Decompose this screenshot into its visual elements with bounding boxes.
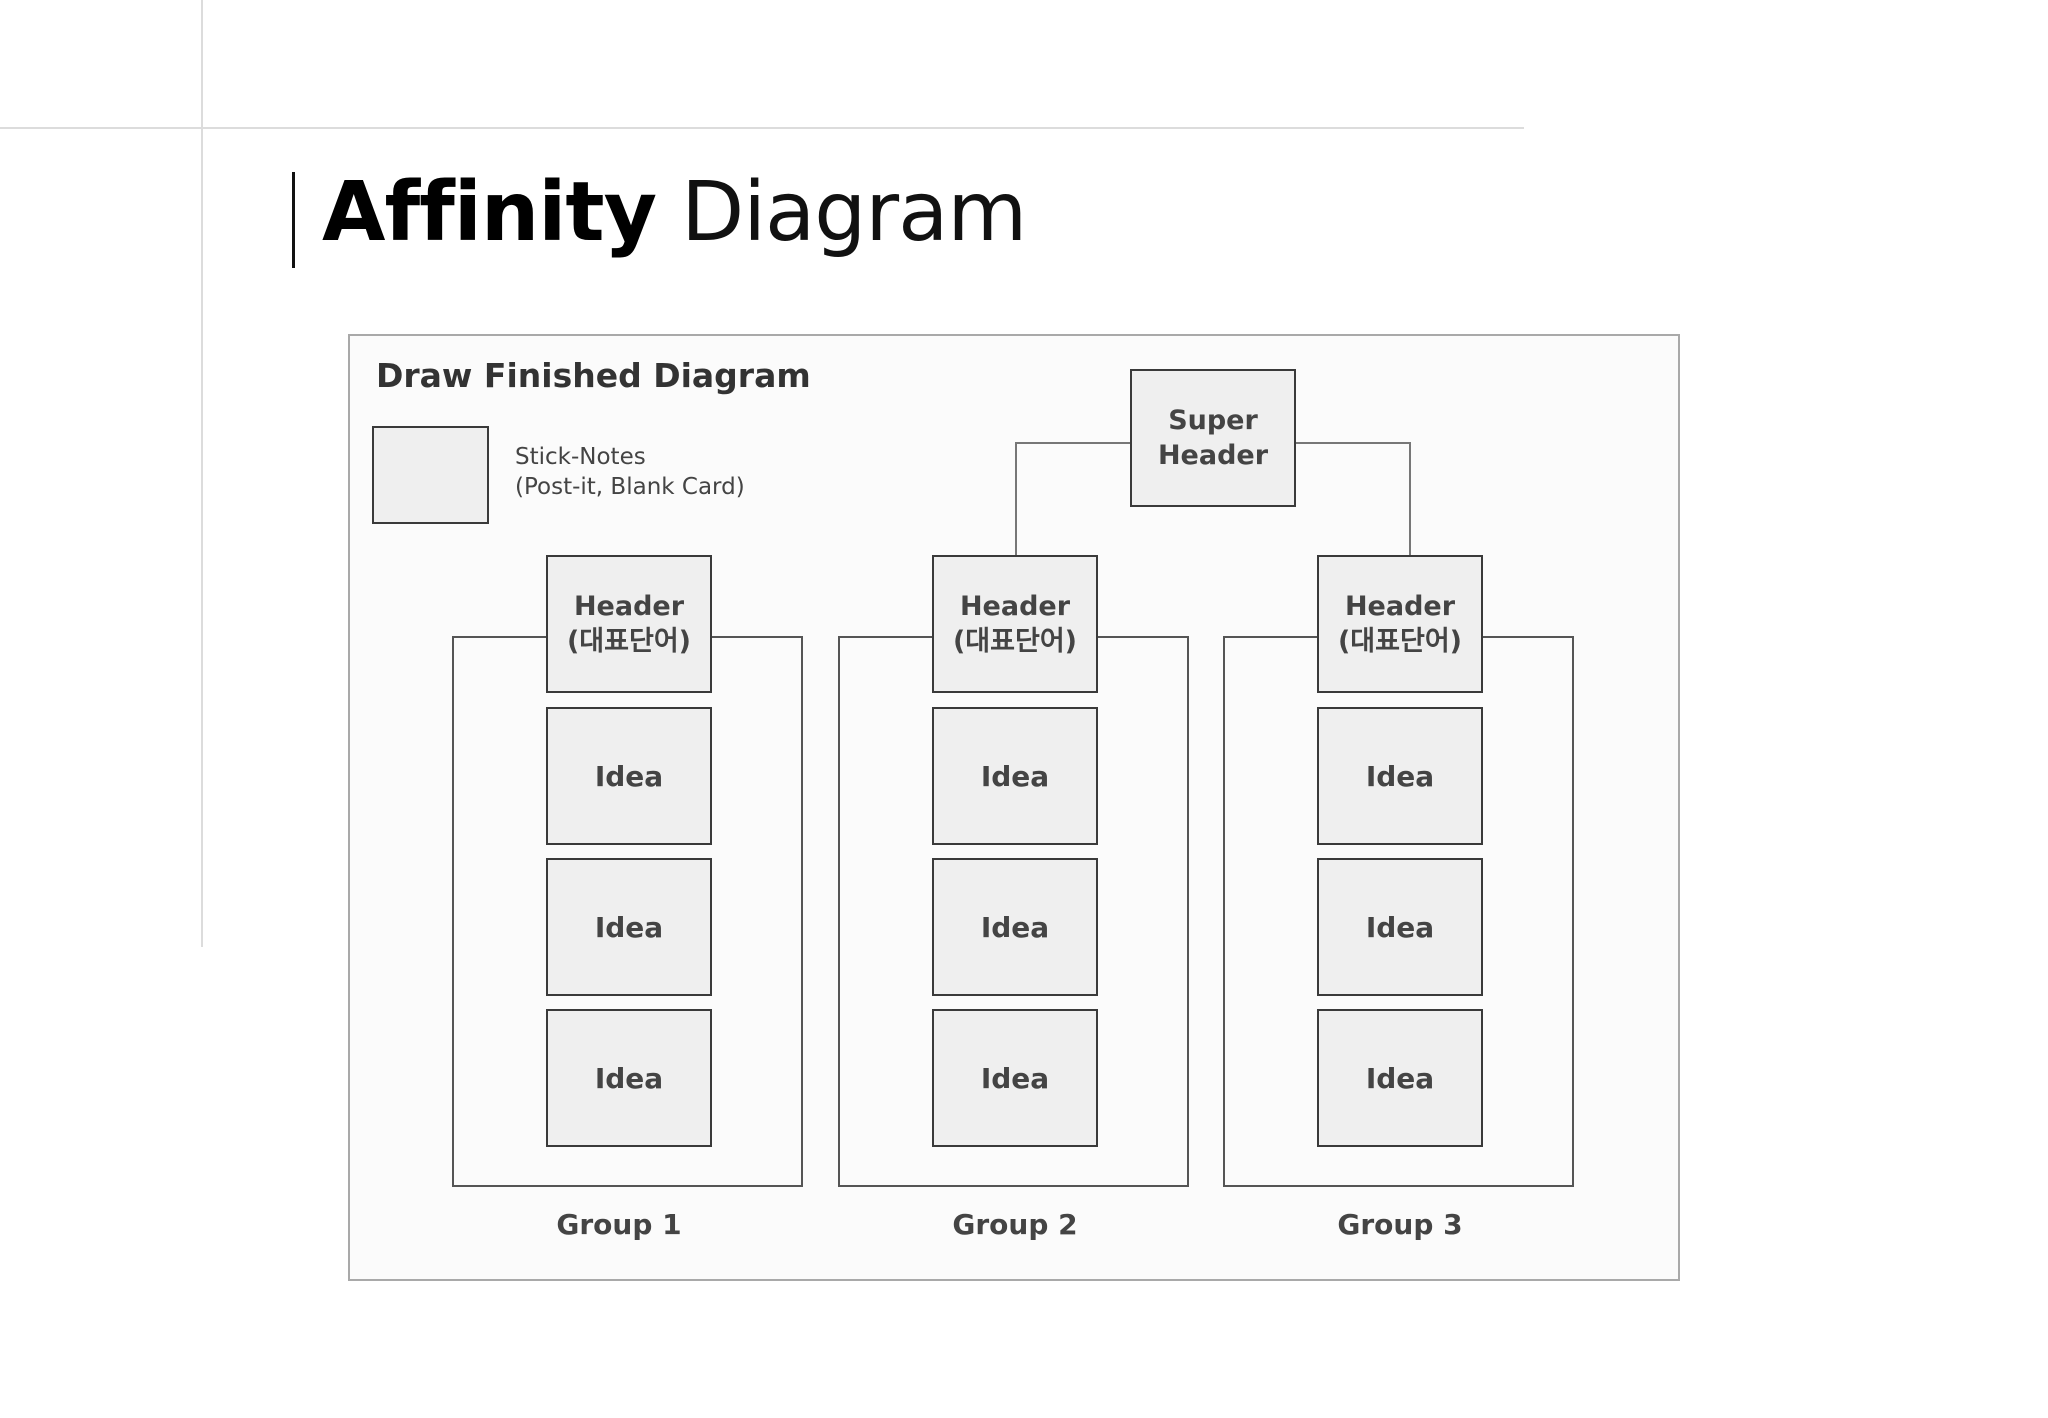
group-1-idea-card-2: Idea	[546, 858, 712, 996]
group-3-header-card: Header (대표단어)	[1317, 555, 1483, 693]
group-2-idea-card-2: Idea	[932, 858, 1098, 996]
group-1-label: Group 1	[556, 1208, 682, 1241]
group-3-header-line1: Header	[1344, 591, 1456, 622]
group-1-header-card: Header (대표단어)	[546, 555, 712, 693]
legend-label: Stick-Notes (Post-it, Blank Card)	[515, 442, 745, 502]
group-1-idea-card-1: Idea	[546, 707, 712, 845]
group-2-idea-card-3: Idea	[932, 1009, 1098, 1147]
connector-super-to-group2-horizontal	[1015, 442, 1130, 444]
legend-label-line2: (Post-it, Blank Card)	[515, 474, 745, 500]
decorative-vertical-rule	[201, 0, 203, 947]
group-2-header-line2: (대표단어)	[952, 626, 1078, 657]
legend-sticky-note	[372, 426, 489, 524]
group-3-idea-card-1: Idea	[1317, 707, 1483, 845]
group-3-label: Group 3	[1337, 1208, 1463, 1241]
connector-super-to-group3-vertical	[1409, 442, 1411, 555]
page-title-bold: Affinity	[322, 165, 657, 260]
group-2-header-line1: Header	[959, 591, 1071, 622]
super-header-line2: Header	[1157, 440, 1269, 471]
super-header-line1: Super	[1168, 405, 1258, 436]
diagram-title: Draw Finished Diagram	[376, 356, 811, 395]
page-title-light: Diagram	[656, 165, 1027, 260]
group-3-header-line2: (대표단어)	[1337, 626, 1463, 657]
group-1-idea-card-3: Idea	[546, 1009, 712, 1147]
group-2-label: Group 2	[952, 1208, 1078, 1241]
group-2-idea-card-1: Idea	[932, 707, 1098, 845]
group-1-header-line1: Header	[573, 591, 685, 622]
affinity-diagram-frame: Draw Finished Diagram Stick-Notes (Post-…	[348, 334, 1680, 1281]
connector-super-to-group2-vertical	[1015, 442, 1017, 555]
page-title: Affinity Diagram	[322, 158, 1027, 268]
group-1-header-line2: (대표단어)	[566, 626, 692, 657]
super-header-card: Super Header	[1130, 369, 1296, 507]
group-3-idea-card-2: Idea	[1317, 858, 1483, 996]
title-accent-bar	[292, 172, 295, 268]
group-3-idea-card-3: Idea	[1317, 1009, 1483, 1147]
group-2-header-card: Header (대표단어)	[932, 555, 1098, 693]
connector-super-to-group3-horizontal	[1296, 442, 1411, 444]
legend-label-line1: Stick-Notes	[515, 444, 646, 470]
decorative-horizontal-rule	[0, 127, 1524, 129]
